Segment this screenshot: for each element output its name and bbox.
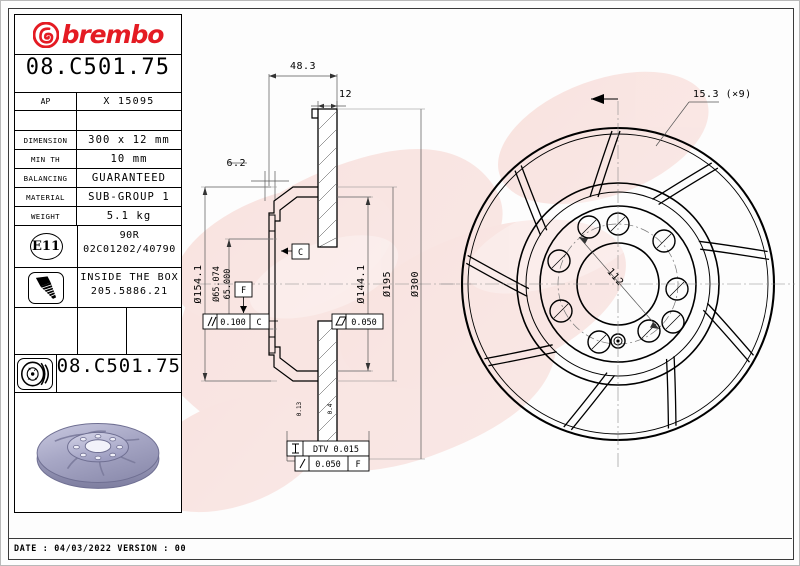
homologation-line1: 90R — [119, 230, 140, 241]
blank-label-1 — [15, 111, 77, 130]
spec-value-material: SUB-GROUP 1 — [88, 191, 170, 203]
brake-disc-render — [36, 422, 160, 489]
oe-reference-row: AP X 15095 — [15, 93, 181, 111]
blank-split-b — [78, 308, 127, 354]
spec-row-dimension: DIMENSION 300 x 12 mm — [15, 131, 181, 150]
accessory-row: INSIDE THE BOX 205.5886.21 — [15, 268, 181, 308]
product-thumbnail-row — [15, 393, 181, 513]
part-number-secondary: 08.C501.75 — [56, 355, 181, 377]
blank-split-c — [127, 308, 181, 354]
brand-wordmark: brembo — [61, 20, 165, 49]
homologation-line2: 02C01202/40790 — [83, 243, 176, 255]
spec-label-material: MATERIAL — [15, 188, 77, 206]
spec-label-min-th: MIN TH — [15, 150, 77, 168]
spec-label-weight: WEIGHT — [15, 207, 77, 225]
brake-disc-icon — [17, 357, 54, 390]
accessory-icon-cell — [15, 268, 78, 307]
blank-split-row — [15, 308, 181, 355]
accessory-line2: 205.5886.21 — [90, 285, 169, 297]
homologation-badge-cell: E11 — [15, 226, 78, 267]
e11-badge: E11 — [29, 233, 63, 260]
accessory-line1: INSIDE THE BOX — [80, 272, 179, 283]
spec-row-material: MATERIAL SUB-GROUP 1 — [15, 188, 181, 207]
spec-value-dimension: 300 x 12 mm — [88, 134, 170, 146]
part-number-row: 08.C501.75 — [15, 55, 181, 93]
disc-icon-cell — [15, 355, 57, 392]
part-number: 08.C501.75 — [25, 55, 171, 80]
spec-row-weight: WEIGHT 5.1 kg — [15, 207, 181, 226]
oe-value: X 15095 — [103, 96, 155, 107]
brand-row: brembo — [15, 15, 181, 55]
accessory-text: INSIDE THE BOX 205.5886.21 — [78, 268, 181, 307]
footer-divider — [8, 538, 792, 539]
spec-row-balancing: BALANCING GUARANTEED — [15, 169, 181, 188]
spec-label-balancing: BALANCING — [15, 169, 77, 187]
spec-table: brembo 08.C501.75 AP X 15095 DIMENSION 3… — [14, 14, 182, 513]
brembo-b-mark-icon — [32, 21, 59, 48]
blank-row-1 — [15, 111, 181, 131]
oe-label: AP — [15, 93, 77, 110]
spec-value-weight: 5.1 kg — [106, 210, 152, 222]
homologation-value: 90R 02C01202/40790 — [78, 226, 181, 267]
blank-split-a — [15, 308, 78, 354]
part-number-secondary-row: 08.C501.75 — [15, 355, 181, 393]
spec-label-dimension: DIMENSION — [15, 131, 77, 149]
product-thumbnail — [15, 393, 181, 512]
screw-icon — [28, 271, 64, 304]
brembo-logo: brembo — [15, 15, 181, 54]
spec-value-min-th: 10 mm — [110, 153, 148, 165]
sheet-footer: DATE : 04/03/2022 VERSION : 00 — [14, 543, 187, 553]
homologation-row: E11 90R 02C01202/40790 — [15, 226, 181, 268]
blank-value-1 — [77, 111, 181, 130]
spec-row-min-th: MIN TH 10 mm — [15, 150, 181, 169]
spec-value-balancing: GUARANTEED — [91, 172, 167, 184]
